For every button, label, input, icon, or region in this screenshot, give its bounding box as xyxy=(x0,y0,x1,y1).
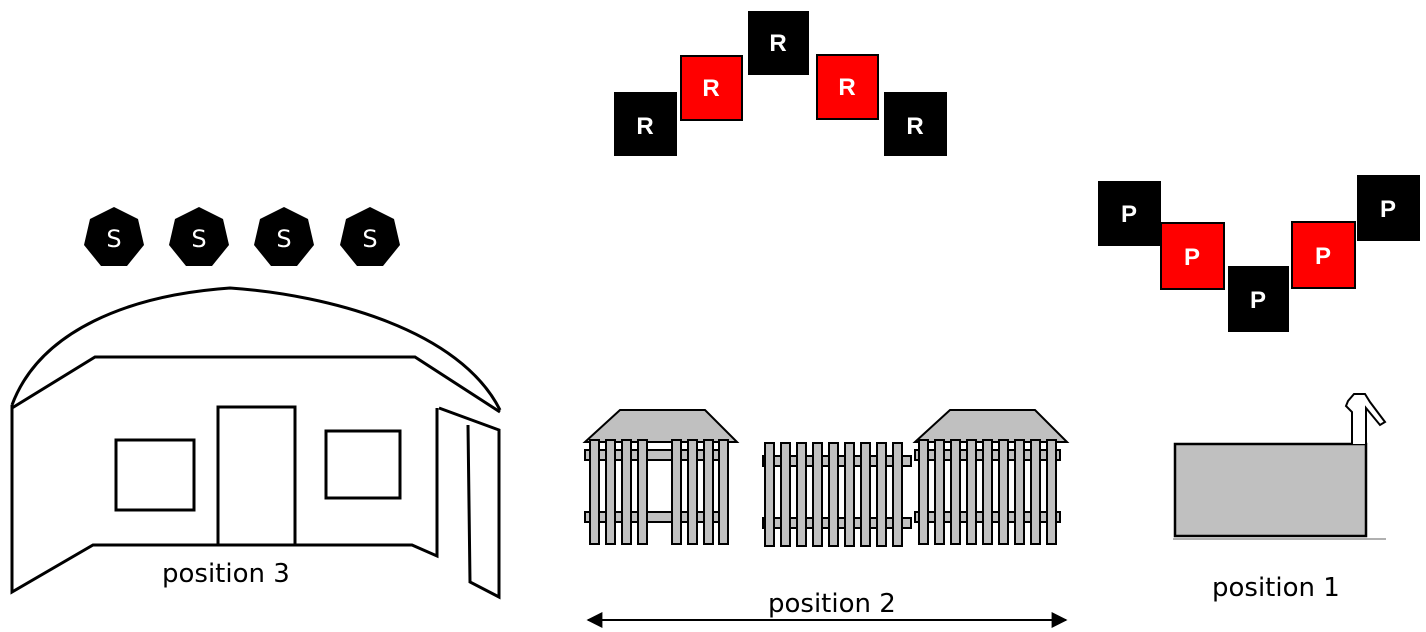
s-token: S xyxy=(169,207,229,266)
r-token-label: R xyxy=(636,113,653,140)
s-token-label: S xyxy=(362,225,377,253)
s-token: S xyxy=(340,207,400,266)
p-token: P xyxy=(1160,222,1225,290)
s-token-label: S xyxy=(106,225,121,253)
s-token-label: S xyxy=(191,225,206,253)
p-token-group: P P P P P xyxy=(1098,175,1420,332)
enclosure-left-roof xyxy=(582,409,740,443)
greenhouse-building xyxy=(10,286,502,600)
r-token: R xyxy=(816,54,879,120)
tank-body xyxy=(1173,442,1368,538)
enclosure-right-roof xyxy=(912,409,1070,443)
greenhouse-right-window xyxy=(324,429,402,500)
p-token-label: P xyxy=(1121,201,1137,228)
r-token-label: R xyxy=(838,74,855,101)
position-3-label: position 3 xyxy=(162,559,290,589)
greenhouse-inner-roof xyxy=(11,355,501,414)
enclosure-middle-fence xyxy=(762,442,912,547)
greenhouse-right-panel xyxy=(438,406,501,600)
r-token-label: R xyxy=(906,113,923,140)
s-token: S xyxy=(254,207,314,266)
greenhouse-left-wall xyxy=(10,405,439,595)
p-token: P xyxy=(1098,181,1161,246)
r-token: R xyxy=(614,92,677,156)
r-token-label: R xyxy=(702,75,719,102)
position-2-label: position 2 xyxy=(768,589,896,619)
position-1-label: position 1 xyxy=(1212,573,1340,603)
enclosure-left xyxy=(582,409,740,545)
s-token: S xyxy=(84,207,144,266)
s-token-group: S S S S xyxy=(84,207,400,266)
greenhouse-door xyxy=(216,405,297,545)
p-token: P xyxy=(1228,266,1289,332)
p-token: P xyxy=(1357,175,1420,241)
r-token: R xyxy=(748,11,809,75)
p-token: P xyxy=(1291,221,1356,289)
p-token-label: P xyxy=(1315,243,1331,270)
greenhouse-left-window xyxy=(114,438,196,512)
water-tank xyxy=(1173,393,1387,540)
r-token-group: R R R R R xyxy=(614,11,947,156)
tank-pipe xyxy=(1344,393,1387,444)
s-token-label: S xyxy=(276,225,291,253)
r-token-label: R xyxy=(769,30,786,57)
r-token: R xyxy=(884,92,947,156)
enclosure-right xyxy=(912,409,1070,545)
greenhouse-roof-arch xyxy=(10,286,502,411)
p-token-label: P xyxy=(1250,287,1266,314)
p-token-label: P xyxy=(1184,244,1200,271)
r-token: R xyxy=(680,55,743,121)
p-token-label: P xyxy=(1380,196,1396,223)
